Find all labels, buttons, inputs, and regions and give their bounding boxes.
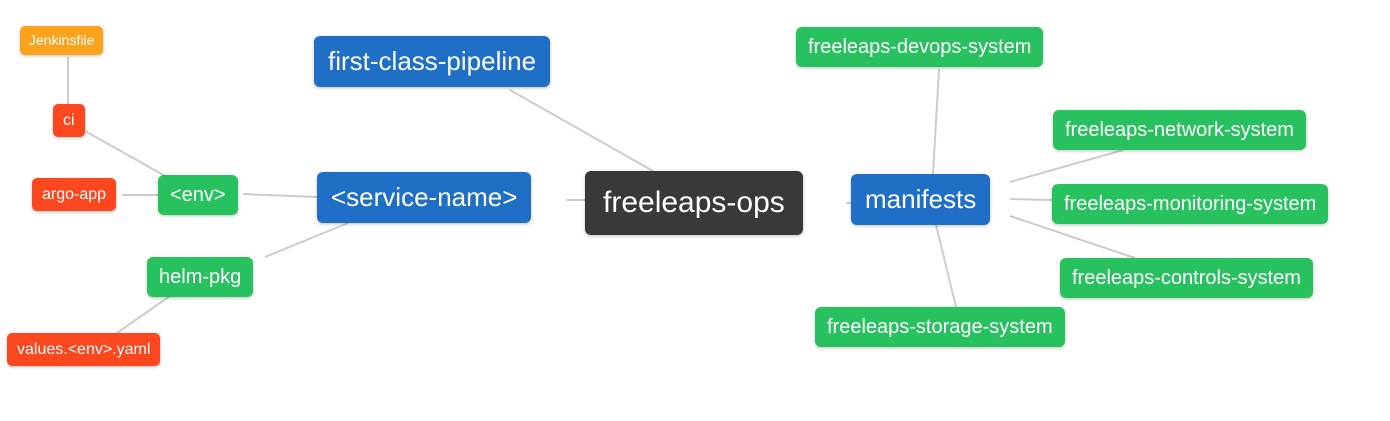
edge-values-env-yaml-to-helm-pkg (116, 295, 171, 334)
edge-manifests-to-freeleaps-network-system (1009, 149, 1124, 183)
node-values-env-yaml[interactable]: values.<env>.yaml (7, 333, 161, 367)
node-freeleaps-devops-system[interactable]: freeleaps-devops-system (796, 27, 1044, 67)
node-first-class-pipeline[interactable]: first-class-pipeline (314, 36, 551, 88)
edge-manifests-to-freeleaps-monitoring-system (1009, 198, 1053, 201)
node-freeleaps-storage-system[interactable]: freeleaps-storage-system (815, 307, 1065, 347)
node-env[interactable]: <env> (158, 175, 238, 215)
edge-helm-pkg-to-service-name (264, 222, 349, 258)
node-argo-app[interactable]: argo-app (32, 178, 117, 212)
node-freeleaps-network-system[interactable]: freeleaps-network-system (1053, 110, 1306, 150)
edge-manifests-to-freeleaps-devops-system (932, 68, 940, 175)
edge-manifests-to-freeleaps-storage-system (935, 224, 957, 308)
node-service-name[interactable]: <service-name> (317, 172, 532, 224)
edge-first-class-pipeline-to-freeleaps-ops (509, 89, 654, 172)
node-freeleaps-monitoring-system[interactable]: freeleaps-monitoring-system (1052, 184, 1329, 224)
node-freeleaps-controls-system[interactable]: freeleaps-controls-system (1060, 258, 1313, 298)
edge-ci-to-env (84, 130, 168, 178)
edge-env-to-service-name (242, 193, 318, 198)
node-helm-pkg[interactable]: helm-pkg (147, 257, 254, 297)
node-ci[interactable]: ci (53, 104, 85, 138)
node-freeleaps-ops[interactable]: freeleaps-ops (585, 171, 803, 235)
edge-manifests-to-freeleaps-controls-system (1009, 215, 1136, 259)
node-jenkinsfile[interactable]: Jenkinsfile (20, 26, 104, 55)
node-manifests[interactable]: manifests (851, 174, 991, 226)
